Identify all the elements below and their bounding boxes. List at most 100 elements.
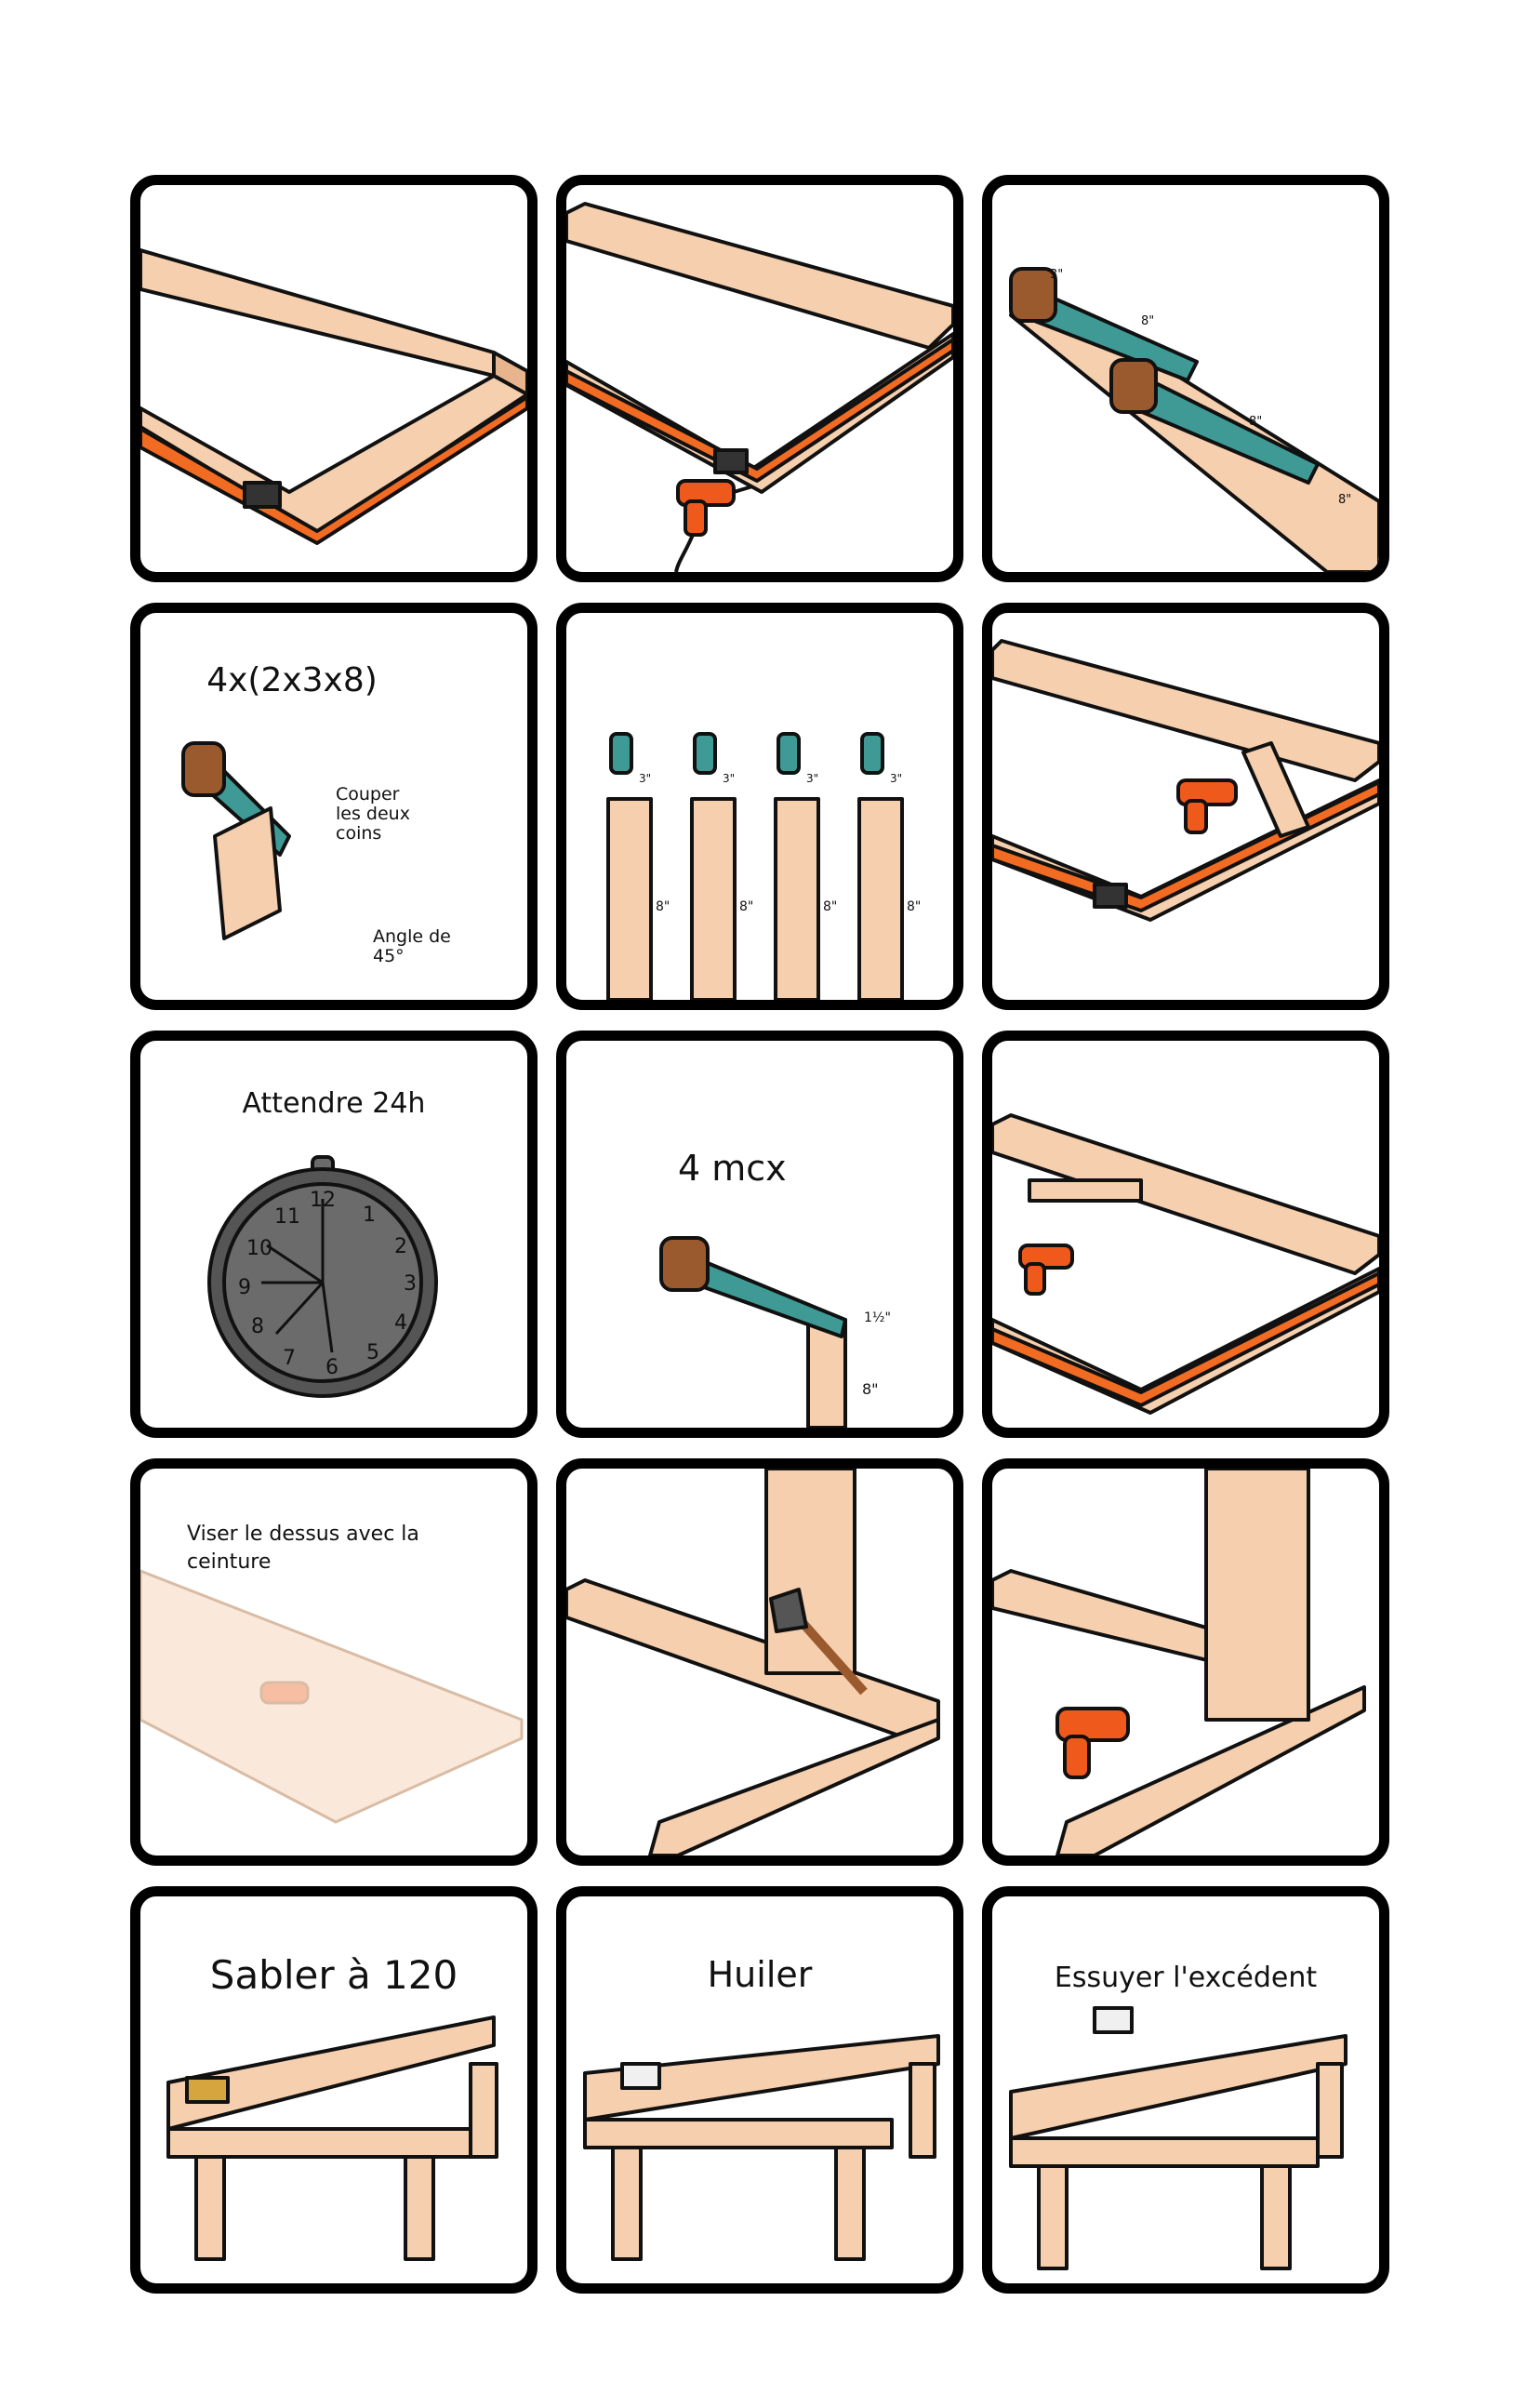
dim-top: 1½" <box>864 1310 891 1325</box>
clock-number-11: 11 <box>274 1205 300 1229</box>
panel-12 <box>982 1458 1389 1866</box>
panel-13: Sabler à 120 <box>130 1886 538 2294</box>
clock-number-8: 8 <box>251 1315 264 1338</box>
top-label-1: 3" <box>639 772 651 785</box>
clock-number-9: 9 <box>238 1276 251 1299</box>
note-angle: Angle de 45° <box>373 926 451 966</box>
cloth-icon <box>185 2076 230 2104</box>
strap <box>140 395 527 545</box>
board-piece <box>213 806 282 940</box>
cross-piece <box>1028 1178 1143 1203</box>
strap <box>992 1271 1379 1407</box>
panel-title: 4 mcx <box>678 1148 787 1189</box>
saw-icon <box>1009 267 1199 382</box>
dim-label-2: 8" <box>1141 314 1154 328</box>
panel-14: Huiler <box>556 1886 963 2294</box>
frame-rail-front <box>140 374 527 536</box>
panel-5: 3" 3" 3" 3" 8" 8" 8" 8" <box>556 603 963 1010</box>
cloth-icon <box>620 2062 661 2090</box>
top-label-4: 3" <box>890 772 902 785</box>
tabletop-ghost <box>140 1569 524 1824</box>
panel-9 <box>982 1031 1389 1438</box>
frame-rail-right <box>492 351 527 396</box>
length-label-3: 8" <box>823 899 837 914</box>
length-label-2: 8" <box>739 899 753 914</box>
saw-icon <box>1109 358 1320 485</box>
table-wiping-illustration <box>1009 2006 1348 2270</box>
frame-strap-illustration <box>140 248 527 545</box>
strap-clamp-icon <box>713 448 749 474</box>
gluing-boards-illustration: 3" 3" 3" 3" 8" 8" 8" 8" <box>606 732 921 1000</box>
frame-rail-top <box>140 248 496 378</box>
board-4 <box>857 797 904 1000</box>
clock-number-12: 12 <box>310 1189 336 1212</box>
cloth-icon <box>1093 2006 1134 2034</box>
frame-drill-illustration <box>566 202 953 572</box>
top-label-2: 3" <box>723 772 735 785</box>
table-icon <box>166 2015 498 2261</box>
strap <box>566 338 953 483</box>
strap <box>992 780 1379 912</box>
clock-number-10: 10 <box>246 1237 272 1260</box>
dim-label-4: 8" <box>1338 493 1351 507</box>
cutting-board-illustration: 3" 8" 8" 8" <box>1009 267 1379 572</box>
top-label-3: 3" <box>806 772 818 785</box>
glue-bottle-icon <box>860 732 884 775</box>
length-label-1: 8" <box>656 899 670 914</box>
saw-leg-illustration: 1½" 8" <box>659 1236 891 1428</box>
clock-number-3: 3 <box>404 1272 417 1296</box>
clock-number-6: 6 <box>325 1356 339 1379</box>
panel-title: Essuyer l'excédent <box>1054 1962 1318 1994</box>
frame-brace-drill-illustration <box>992 639 1379 922</box>
panel-10: Viser le dessus avec la ceinture <box>130 1458 538 1866</box>
clock-hands <box>261 1199 334 1353</box>
note-screw-top: Viser le dessus avec la ceinture <box>187 1523 419 1574</box>
drill-icon <box>1018 1244 1074 1296</box>
strap-clamp-icon <box>1093 883 1128 909</box>
panel-11 <box>556 1458 963 1866</box>
board-1 <box>606 797 653 1000</box>
saw-icon <box>659 1236 847 1338</box>
frame-drill-illustration <box>992 1113 1379 1415</box>
glue-bottle-icon <box>609 732 633 775</box>
corner-brace <box>1241 741 1310 838</box>
note-cut-corners: Couper les deux coins <box>336 784 410 844</box>
strap-clamp-icon <box>243 481 282 509</box>
axe-leg-illustration <box>566 1469 940 1856</box>
dim-label-3: 8" <box>1249 415 1262 429</box>
panel-1 <box>130 175 538 582</box>
panel-6 <box>982 603 1389 1010</box>
panel-15: Essuyer l'excédent <box>982 1886 1389 2294</box>
saw-cut-illustration <box>181 741 291 940</box>
glue-bottle-icon <box>777 732 801 775</box>
dim-label-1: 3" <box>1050 268 1063 282</box>
drill-icon <box>1176 778 1238 834</box>
clock-number-5: 5 <box>366 1341 379 1364</box>
tabletop-screw-illustration <box>140 1569 524 1824</box>
table-oiling-illustration <box>583 2034 940 2261</box>
drill-icon <box>259 1681 310 1705</box>
clock-number-2: 2 <box>394 1235 407 1258</box>
drill-icon <box>1055 1707 1130 1779</box>
clock-number-7: 7 <box>283 1347 296 1370</box>
leg-board <box>764 1469 856 1675</box>
board-2 <box>690 797 737 1000</box>
clock-number-4: 4 <box>394 1311 407 1335</box>
dim-length: 8" <box>862 1380 879 1398</box>
table-sanding-illustration <box>166 2015 498 2261</box>
panel-7: Attendre 24h 12 1 2 3 4 5 6 7 8 9 10 11 <box>130 1031 538 1438</box>
clock-number-1: 1 <box>363 1204 376 1227</box>
table-icon <box>1009 2006 1348 2270</box>
glue-bottle-icon <box>693 732 717 775</box>
panel-3: 3" 8" 8" 8" <box>982 175 1389 582</box>
table-icon <box>583 2034 940 2261</box>
panel-2 <box>556 175 963 582</box>
panel-title: 4x(2x3x8) <box>206 661 378 699</box>
panel-8: 4 mcx 1½" 8" <box>556 1031 963 1438</box>
drill-icon <box>676 479 753 537</box>
leg-board <box>1204 1469 1310 1722</box>
panel-title: Sabler à 120 <box>209 1952 458 1998</box>
length-label-4: 8" <box>907 899 921 914</box>
panel-title: Attendre 24h <box>242 1087 426 1120</box>
axe-icon <box>769 1588 868 1696</box>
